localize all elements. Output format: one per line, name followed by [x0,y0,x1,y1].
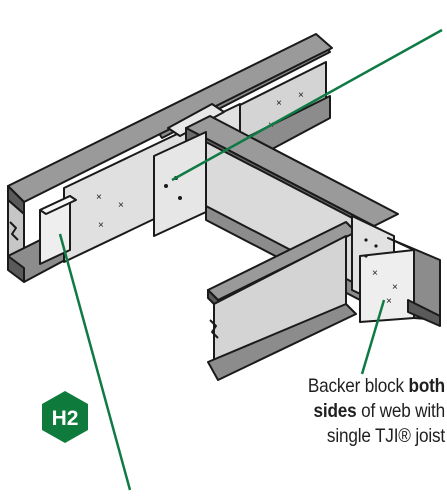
svg-text:×: × [372,268,378,279]
svg-text:×: × [96,192,102,203]
callout-text: Backer block both sides of web with sing… [265,374,445,449]
svg-text:×: × [98,220,104,231]
svg-text:×: × [118,200,124,211]
svg-text:×: × [392,282,398,293]
nail-marks: × × × × × × × × × [96,90,398,307]
callout-line-2: sides of web with [313,400,445,422]
badge-label: H2 [51,407,79,430]
leader-line-left [58,233,132,491]
leader-line-right [360,299,386,375]
badge-hexagon [42,391,88,443]
leader-line-top [171,28,443,182]
svg-text:×: × [276,98,282,109]
lower-joist-bottom-flange [207,303,357,381]
callout-line-1: Backer block both [307,375,445,397]
hanger [167,103,225,137]
backer-block-right [359,249,415,323]
svg-text:×: × [298,90,304,101]
callout-line-3: single TJI® joist [326,425,445,447]
svg-text:×: × [386,296,392,307]
leader-lines [58,28,443,491]
